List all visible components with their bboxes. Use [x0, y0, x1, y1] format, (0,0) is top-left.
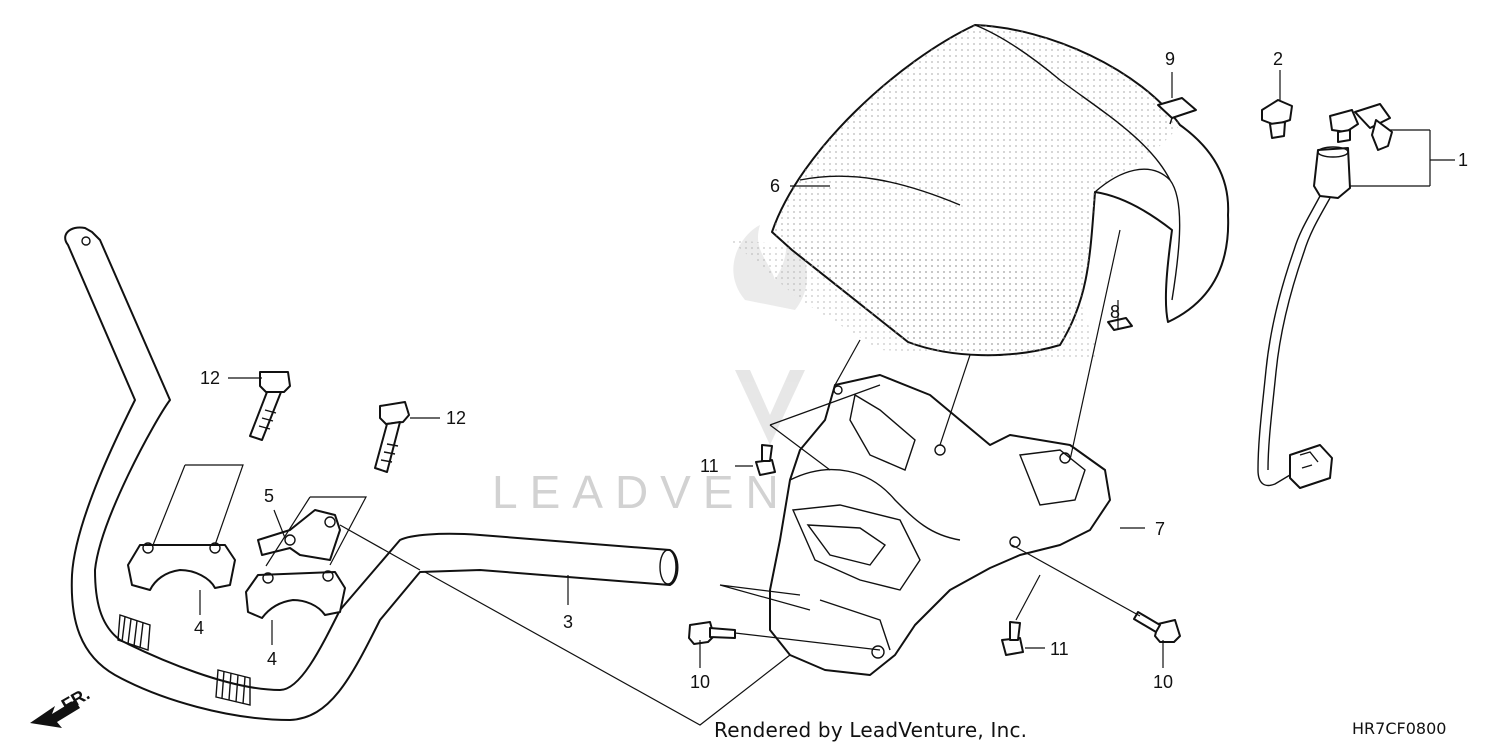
- callout-6: 6: [770, 176, 780, 196]
- part-1-ignition-switch: [1257, 103, 1393, 489]
- part-4-handlebar-holder-right: [245, 570, 346, 619]
- callout-10-left: 10: [690, 672, 710, 692]
- part-4-handlebar-holder-left: [127, 542, 236, 591]
- callout-9: 9: [1165, 49, 1175, 69]
- callout-4-right: 4: [267, 649, 277, 669]
- callout-11-top: 11: [700, 456, 719, 476]
- callout-10-right: 10: [1153, 672, 1173, 692]
- callout-5: 5: [264, 486, 274, 506]
- callout-labels: 1 2 3 4 4 5 6 7 8 9 10 10 11 11 12 12: [194, 49, 1468, 692]
- part-12-bolt-right: [374, 401, 410, 473]
- leader-lines: [152, 70, 1455, 726]
- callout-11-bottom: 11: [1050, 639, 1069, 659]
- part-9-emblem: [1157, 97, 1197, 125]
- footer-credit: Rendered by LeadVenture, Inc.: [714, 718, 1028, 742]
- callout-2: 2: [1273, 49, 1283, 69]
- part-3-handlebar: [64, 226, 679, 721]
- callout-1: 1: [1458, 150, 1468, 170]
- part-11-screw-bottom: [1001, 621, 1024, 656]
- callout-12-left: 12: [200, 368, 220, 388]
- part-6-front-cover: [730, 24, 1230, 360]
- part-10-bolt-left: [688, 621, 736, 645]
- part-2-cap: [1261, 99, 1293, 139]
- part-7-lower-cover: [769, 374, 1111, 676]
- diagram-code: HR7CF0800: [1352, 719, 1447, 738]
- part-11-screw-top: [755, 444, 776, 476]
- handlebar-knurl-left: [117, 614, 151, 651]
- callout-7: 7: [1155, 519, 1165, 539]
- callout-12-right: 12: [446, 408, 466, 428]
- part-5-bracket: [257, 509, 341, 561]
- handlebar-knurl-right: [215, 669, 251, 706]
- forward-direction-indicator: FR.: [30, 684, 93, 728]
- part-8-clip: [1107, 317, 1133, 331]
- callout-3: 3: [563, 612, 573, 632]
- part-12-bolt-left: [249, 371, 291, 441]
- callout-8: 8: [1110, 302, 1120, 322]
- callout-4-left: 4: [194, 618, 204, 638]
- part-10-bolt-right: [1133, 611, 1181, 643]
